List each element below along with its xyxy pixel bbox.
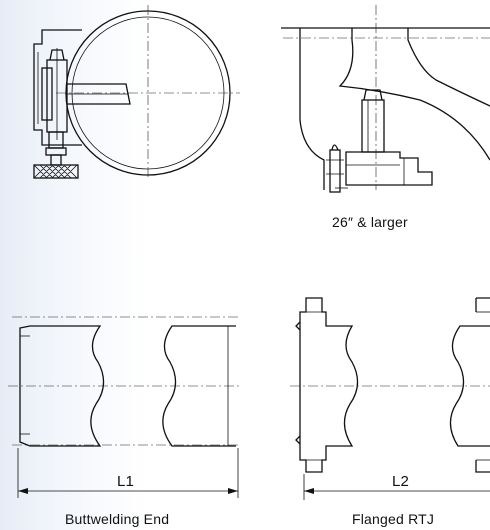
gear-operator-view	[33, 5, 240, 180]
flanged-rtj-view	[290, 297, 490, 500]
large-size-section-view	[281, 5, 490, 193]
large-size-caption: 26″ & larger	[332, 214, 408, 230]
buttwelding-caption: Buttwelding End	[65, 511, 170, 527]
dimension-l1-label: L1	[117, 473, 135, 490]
dimension-l2-label: L2	[392, 473, 410, 490]
flanged-rtj-caption: Flanged RTJ	[352, 511, 435, 527]
buttwelding-end-view	[8, 316, 240, 498]
